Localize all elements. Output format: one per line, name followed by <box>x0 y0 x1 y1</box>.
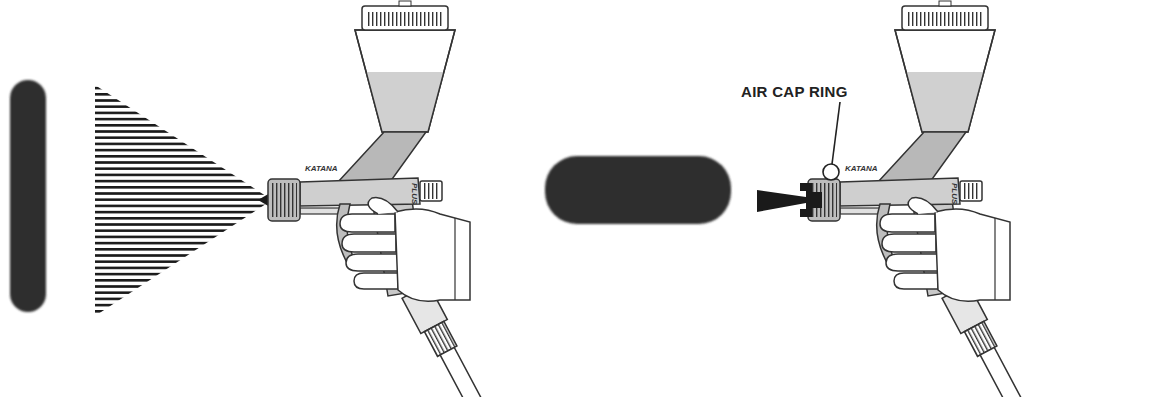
spray-fan-narrow <box>757 190 806 212</box>
spray-fan-wide <box>95 85 272 316</box>
air-cap-knurl <box>271 183 297 217</box>
brand-logo: PLUS <box>410 183 418 204</box>
callout-label: AIR CAP RING <box>741 84 848 99</box>
spray-gun <box>300 1 489 397</box>
air-cap <box>268 179 300 221</box>
marker-circle <box>823 164 839 180</box>
leader-line <box>832 102 840 164</box>
spray-pattern-vertical <box>10 80 46 312</box>
brand-logo: KATANA <box>845 165 878 173</box>
spray-pattern-horizontal <box>545 156 731 224</box>
brand-logo: KATANA <box>305 165 338 173</box>
brand-logo: PLUS <box>950 183 958 204</box>
air-cap-horns <box>800 183 822 217</box>
spray-gun <box>840 1 1029 397</box>
